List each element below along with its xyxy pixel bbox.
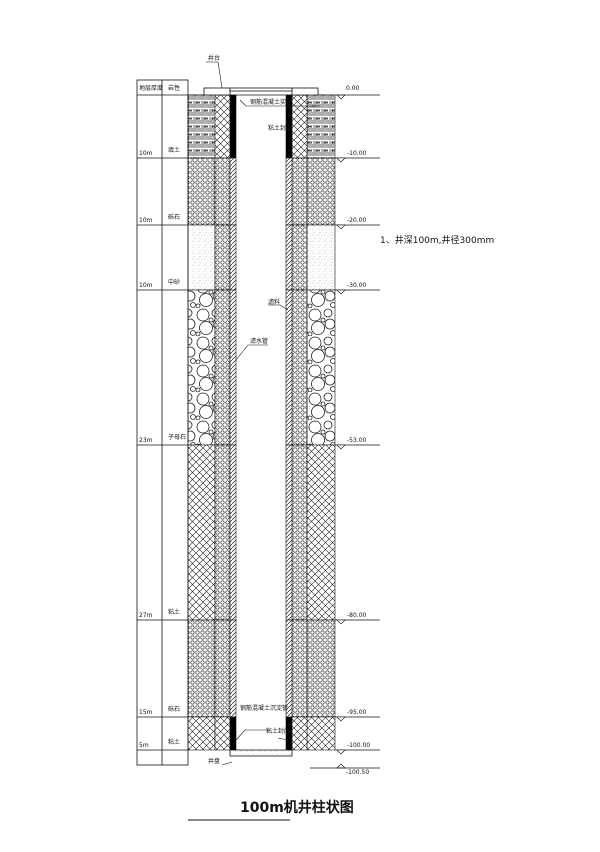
stratum-left bbox=[187, 94, 216, 159]
filter-pipe-right bbox=[285, 289, 293, 446]
annulus-left bbox=[214, 444, 231, 621]
layer-lithology: 粘土 bbox=[168, 608, 180, 616]
header-thickness: 地层厚度 bbox=[139, 84, 163, 92]
diagram-title: 100m机井柱状图 bbox=[240, 799, 354, 816]
elevation-marker-icon bbox=[336, 157, 346, 163]
stratum-left bbox=[187, 444, 216, 621]
layer-thickness: 10m bbox=[139, 282, 153, 289]
layer-lithology: 填土 bbox=[168, 146, 180, 154]
stratum-right bbox=[306, 94, 336, 159]
filter-pipe-left bbox=[229, 619, 237, 718]
label-filter-material: 滤料 bbox=[268, 298, 280, 306]
annulus-right bbox=[291, 289, 308, 446]
annulus-right bbox=[291, 157, 308, 226]
table-frame bbox=[136, 79, 189, 766]
well-bottom-plate bbox=[229, 749, 293, 757]
layer-lithology: 子母石 bbox=[168, 434, 186, 441]
annulus-left bbox=[214, 619, 231, 718]
layer-thickness: 27m bbox=[139, 612, 153, 619]
solid-casing-left bbox=[229, 94, 237, 159]
layer-thickness: 10m bbox=[139, 150, 153, 157]
filter-pipe-left bbox=[229, 444, 237, 621]
note-text: 1、井深100m,井径300mm bbox=[380, 234, 494, 246]
elevation-marker-icon bbox=[336, 444, 346, 450]
layer-lithology: 砾石 bbox=[168, 213, 180, 221]
annulus-left bbox=[214, 157, 231, 226]
elevation-top: 0.00 bbox=[346, 85, 360, 92]
stratum-right bbox=[306, 444, 336, 621]
elevation-base: -100.50 bbox=[346, 769, 369, 776]
well-platform bbox=[203, 87, 231, 96]
layer-lithology: 粘土 bbox=[168, 738, 180, 746]
stratum-left bbox=[187, 289, 216, 446]
filter-pipe-right bbox=[285, 444, 293, 621]
label-well-bottom: 井盘 bbox=[208, 757, 220, 765]
layer-lithology: 砾石 bbox=[168, 705, 180, 713]
filter-pipe-right bbox=[285, 619, 293, 718]
annulus-right bbox=[291, 444, 308, 621]
filter-pipe-right bbox=[285, 224, 293, 291]
stratum-left bbox=[187, 224, 216, 291]
annulus-right bbox=[291, 619, 308, 718]
layer-elevation: -30.00 bbox=[347, 282, 367, 289]
annulus-left bbox=[214, 716, 231, 751]
elevation-marker-icon bbox=[336, 289, 346, 295]
label-filter-pipe: 滤水管 bbox=[250, 337, 268, 345]
annulus-left bbox=[214, 289, 231, 446]
layer-thickness: 15m bbox=[139, 709, 153, 716]
stratum-right bbox=[306, 224, 336, 291]
annulus-left bbox=[214, 224, 231, 291]
annulus-right bbox=[291, 224, 308, 291]
label-clay-seal: 粘土封闭 bbox=[268, 124, 292, 132]
stratum-right bbox=[306, 289, 336, 446]
elevation-marker-icon bbox=[336, 94, 346, 100]
solid-casing-left bbox=[229, 716, 237, 751]
layer-elevation: -20.00 bbox=[347, 217, 367, 224]
layer-thickness: 5m bbox=[139, 742, 149, 749]
layer-elevation: -80.00 bbox=[347, 612, 367, 619]
clay-seal-text: 粘土封闭 bbox=[268, 124, 292, 132]
label-well-platform: 井台 bbox=[208, 54, 220, 62]
label-bottom-clay-seal: 粘土封闭 bbox=[266, 727, 290, 735]
elevation-marker-icon bbox=[336, 763, 346, 769]
stratum-left bbox=[187, 716, 216, 751]
layer-elevation: -10.00 bbox=[347, 150, 367, 157]
elevation-marker-icon bbox=[336, 619, 346, 625]
label-settling-pipe: 钢筋混凝土沉淀管 bbox=[240, 704, 288, 712]
elevation-marker-icon bbox=[336, 749, 346, 755]
layer-lithology: 中砂 bbox=[168, 278, 180, 286]
layer-elevation: -53.00 bbox=[347, 437, 367, 444]
header-lithology: 岩性 bbox=[168, 84, 180, 92]
layer-elevation: -95.00 bbox=[347, 709, 367, 716]
filter-pipe-left bbox=[229, 289, 237, 446]
stratum-right bbox=[306, 619, 336, 718]
annulus-left bbox=[214, 94, 231, 159]
annulus-right bbox=[291, 94, 308, 159]
filter-pipe-left bbox=[229, 224, 237, 291]
layer-elevation: -100.00 bbox=[347, 742, 370, 749]
elevation-marker-icon bbox=[336, 716, 346, 722]
stratum-left bbox=[187, 619, 216, 718]
stratum-right bbox=[306, 716, 336, 751]
stratum-left bbox=[187, 157, 216, 226]
layer-thickness: 10m bbox=[139, 217, 153, 224]
elevation-marker-icon bbox=[336, 224, 346, 230]
annulus-right bbox=[291, 716, 308, 751]
label-solid-pipe: 钢筋混凝土实管 bbox=[250, 98, 292, 106]
filter-pipe-left bbox=[229, 157, 237, 226]
filter-pipe-right bbox=[285, 157, 293, 226]
layer-thickness: 23m bbox=[139, 437, 153, 444]
stratum-right bbox=[306, 157, 336, 226]
